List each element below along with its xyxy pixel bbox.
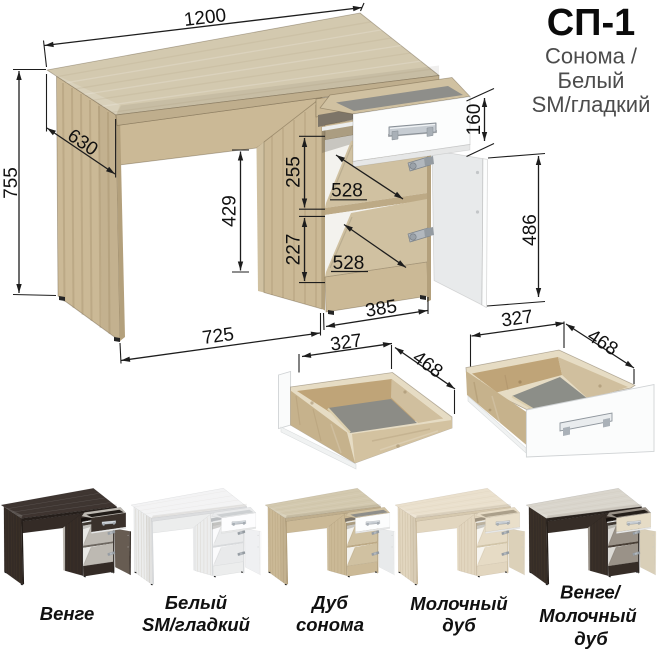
- svg-text:Белый: Белый: [558, 68, 625, 93]
- svg-text:486: 486: [520, 214, 541, 246]
- svg-text:227: 227: [284, 234, 305, 266]
- svg-text:327: 327: [500, 306, 534, 331]
- svg-text:Венге: Венге: [40, 603, 95, 624]
- svg-text:255: 255: [284, 156, 305, 188]
- svg-text:SM/гладкий: SM/гладкий: [142, 614, 250, 635]
- svg-text:дуб: дуб: [574, 628, 608, 649]
- svg-text:755: 755: [1, 167, 22, 199]
- svg-text:385: 385: [364, 296, 399, 322]
- svg-text:160: 160: [464, 104, 485, 136]
- svg-text:Молочный: Молочный: [539, 605, 636, 626]
- svg-text:528: 528: [331, 181, 363, 202]
- svg-text:1200: 1200: [183, 5, 227, 31]
- svg-text:Венге/: Венге/: [560, 582, 622, 603]
- svg-text:Дуб: Дуб: [310, 592, 348, 613]
- svg-text:Молочный: Молочный: [410, 593, 507, 614]
- svg-text:дуб: дуб: [442, 615, 476, 636]
- svg-text:сонома: сонома: [296, 614, 364, 635]
- svg-text:Сонома /: Сонома /: [545, 44, 638, 69]
- svg-text:327: 327: [329, 330, 363, 355]
- svg-text:429: 429: [220, 195, 241, 227]
- svg-text:Белый: Белый: [165, 592, 227, 613]
- svg-text:528: 528: [333, 253, 365, 274]
- svg-text:725: 725: [201, 324, 235, 349]
- svg-text:СП-1: СП-1: [547, 2, 636, 44]
- svg-text:SM/гладкий: SM/гладкий: [532, 92, 651, 117]
